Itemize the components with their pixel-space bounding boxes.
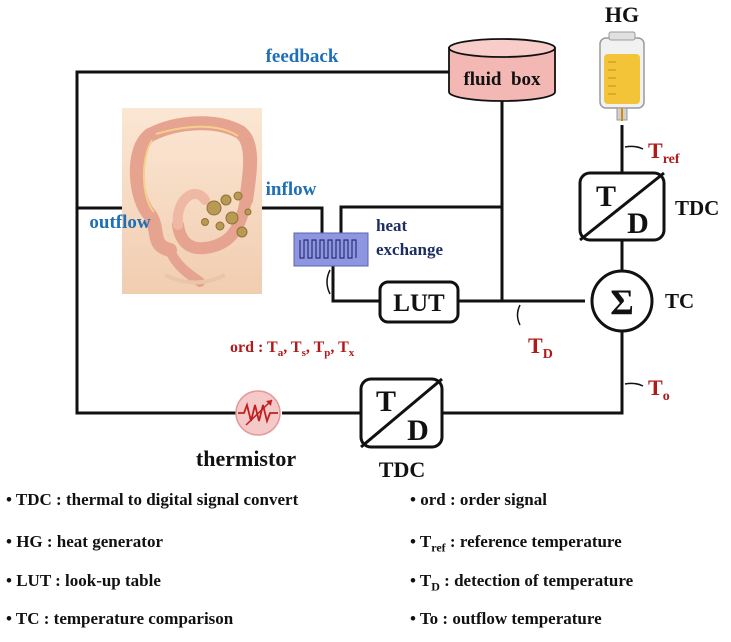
lut-to-hx-wire: [331, 266, 380, 303]
legend-tdc: • TDC : thermal to digital signal conver…: [6, 490, 299, 509]
t-o-label: To: [648, 375, 670, 404]
wires: [75, 70, 624, 415]
lut-label: LUT: [393, 290, 445, 317]
thermistor-icon: [235, 390, 281, 436]
fluid-box-label: fluid box: [463, 69, 541, 90]
lut-block: LUT: [378, 280, 460, 324]
legend-hg: • HG : heat generator: [6, 532, 164, 551]
tdc-top-label: TDC: [675, 196, 719, 220]
tdc-block-top: T D: [578, 171, 666, 242]
colon-illustration: [122, 108, 262, 294]
hx-to-box-wire: [339, 205, 502, 233]
inflow-label: inflow: [266, 179, 317, 200]
tdc-to-tc-wire: [442, 328, 624, 415]
signal-ticks: [326, 145, 644, 387]
tdc-bottom-t: T: [376, 385, 396, 418]
legend-td: • TD : detection of temperature: [410, 571, 634, 594]
heat-exchanger: [293, 232, 369, 267]
legend-tref: • Tref : reference temperature: [410, 532, 622, 555]
thermistor-label: thermistor: [196, 446, 296, 471]
inflow-wire: [262, 206, 324, 233]
feedback-label: feedback: [266, 46, 339, 67]
tdc-bottom-d: D: [407, 414, 429, 447]
t-d-label: TD: [528, 333, 553, 362]
tdc-bottom-label: TDC: [379, 457, 425, 482]
hg-label: HG: [605, 2, 639, 27]
legend-lut: • LUT : look-up table: [6, 571, 161, 590]
legend-ord: • ord : order signal: [410, 490, 547, 509]
tc-label: TC: [665, 289, 694, 313]
ord-label: ord : Ta, Ts, Tp, Tx: [230, 339, 355, 359]
feedback-wire: [75, 70, 449, 415]
tdc-top-t: T: [596, 180, 616, 213]
legend-tc: • TC : temperature comparison: [6, 609, 234, 628]
fluid-box: fluid box: [448, 38, 556, 102]
tc-comparator: Σ: [590, 269, 654, 333]
heat-generator-icon: [599, 31, 645, 121]
legend-to: • To : outflow temperature: [410, 609, 602, 628]
t-ref-label: Tref: [648, 138, 680, 167]
tdc-block-bottom: T D: [359, 377, 444, 449]
heat-exchange-label-1: heat: [376, 216, 408, 235]
tdc-top-d: D: [627, 207, 649, 240]
heat-exchange-label-2: exchange: [376, 240, 444, 259]
outflow-label: outflow: [89, 212, 151, 233]
sigma-symbol: Σ: [610, 282, 634, 322]
